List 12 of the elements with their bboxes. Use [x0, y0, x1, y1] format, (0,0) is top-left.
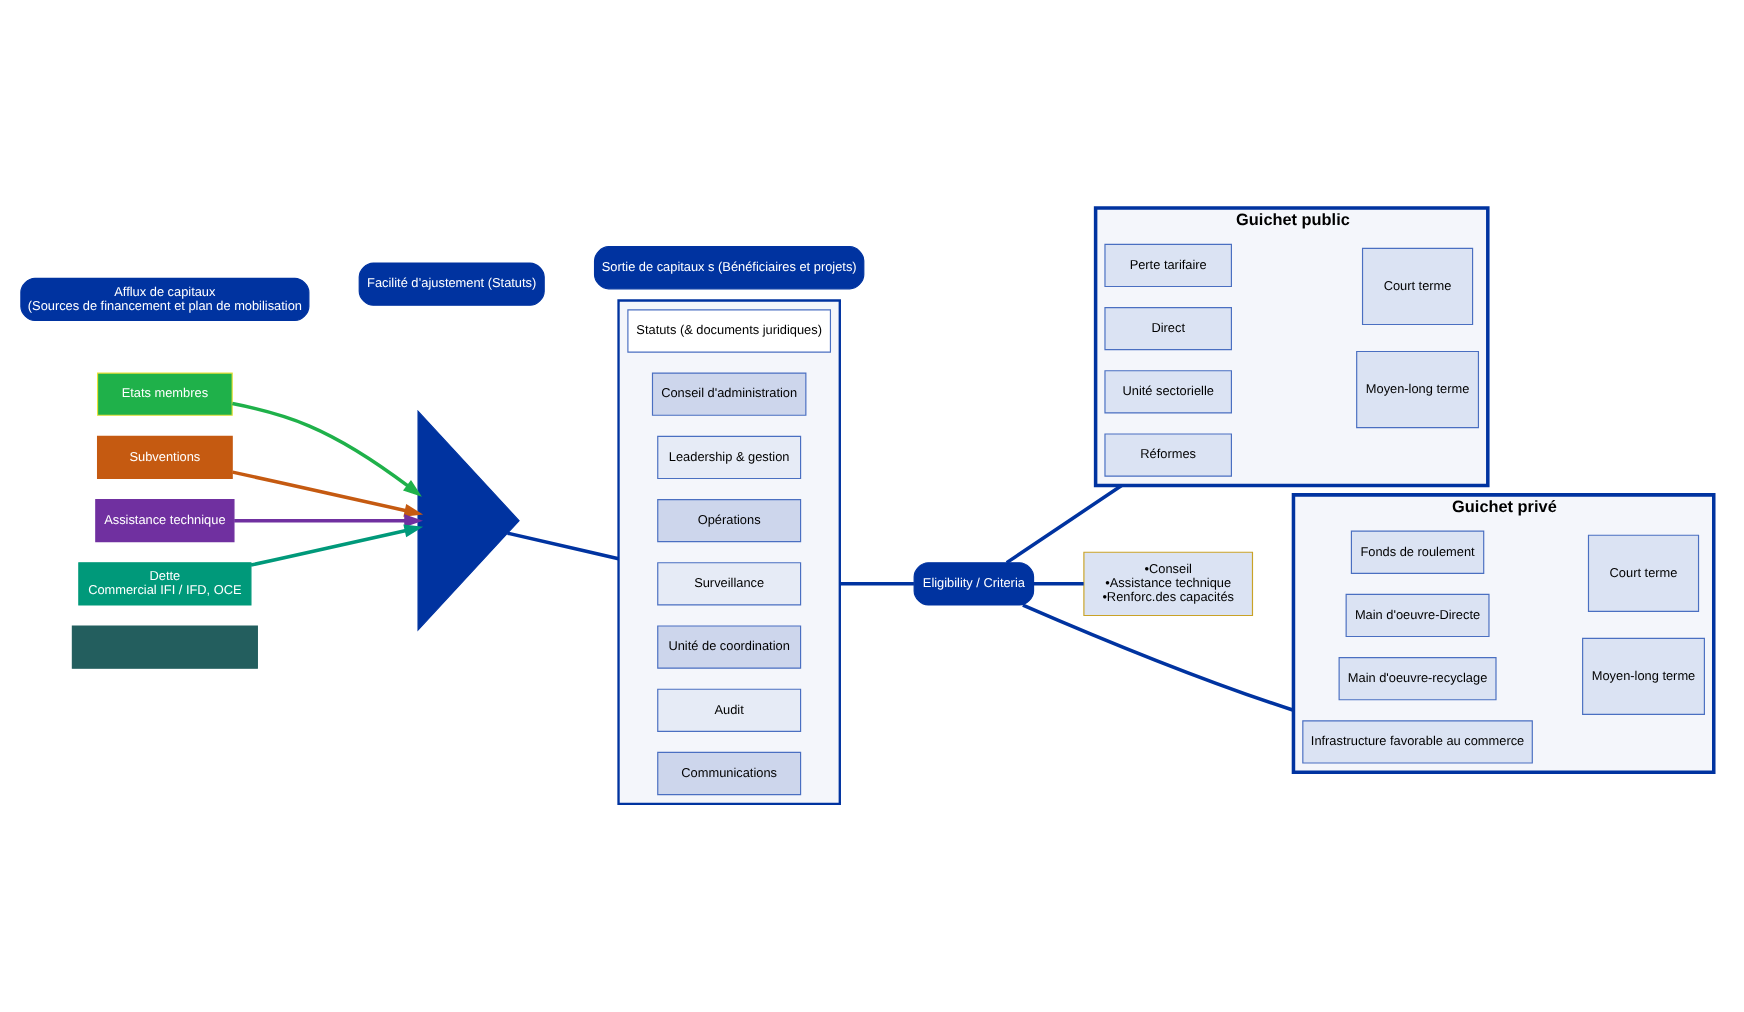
cluster — [617, 299, 841, 806]
connector — [1005, 484, 1123, 565]
arrow — [232, 470, 424, 517]
node-box — [71, 625, 258, 669]
arrow — [250, 524, 424, 567]
connector — [839, 582, 914, 586]
connector — [1033, 582, 1084, 586]
node-triangle — [417, 409, 520, 632]
arrow — [232, 401, 422, 497]
connector — [507, 531, 619, 561]
arrow — [234, 514, 423, 528]
connector — [1022, 603, 1294, 712]
